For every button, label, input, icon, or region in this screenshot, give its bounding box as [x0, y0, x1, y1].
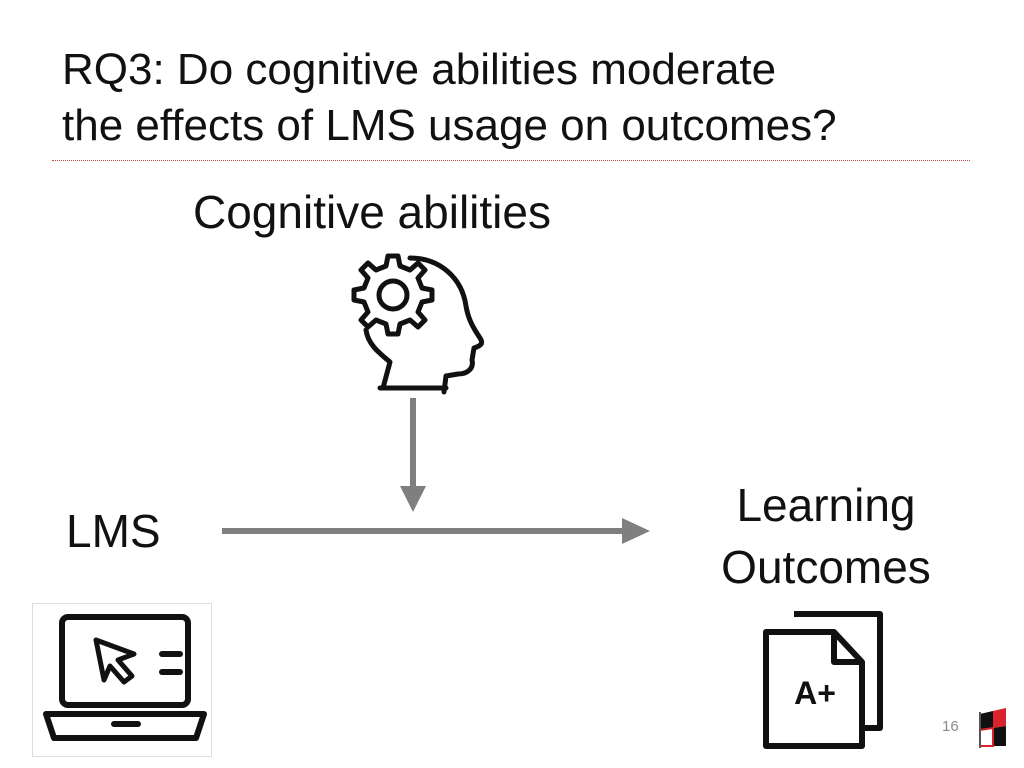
laptop-icon-frame [32, 603, 212, 757]
grade-text: A+ [794, 675, 836, 711]
outcome-label-line-1: Learning [736, 479, 916, 531]
outcome-label-line-2: Outcomes [721, 541, 931, 593]
predictor-label: LMS [66, 505, 161, 557]
graded-documents-icon [763, 611, 883, 749]
gear-head-icon [351, 253, 485, 395]
main-effect-arrow [222, 518, 650, 544]
page-number: 16 [942, 718, 959, 735]
slide-title: RQ3: Do cognitive abilities moderate the… [62, 42, 1002, 154]
title-divider [52, 160, 970, 161]
university-logo-icon [979, 708, 1006, 748]
laptop-cursor-icon [43, 614, 207, 741]
moderator-label: Cognitive abilities [193, 186, 551, 238]
slide-title-line-2: the effects of LMS usage on outcomes? [62, 101, 837, 150]
outcome-label: Learning Outcomes [696, 474, 956, 598]
moderation-arrow [400, 398, 426, 512]
slide-title-line-1: RQ3: Do cognitive abilities moderate [62, 45, 777, 94]
